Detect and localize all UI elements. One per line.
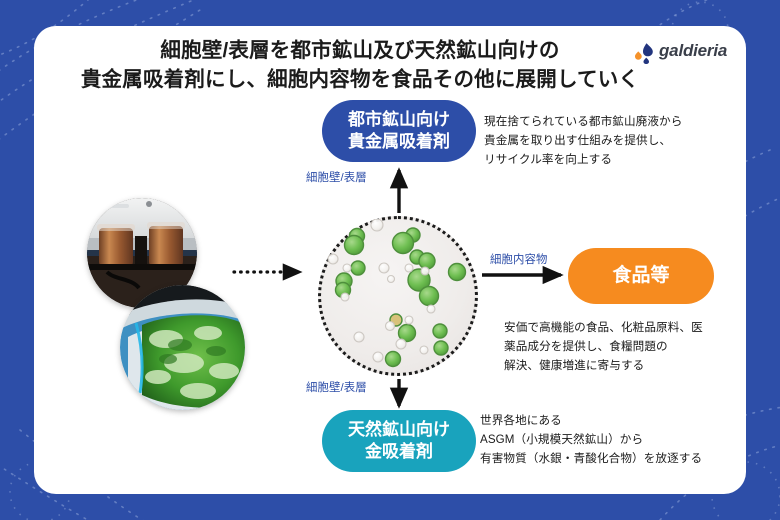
- label-cell-wall-top: 細胞壁/表層: [306, 172, 367, 184]
- label-cell-wall-bottom: 細胞壁/表層: [306, 382, 367, 394]
- label-cell-contents: 細胞内容物: [490, 254, 548, 266]
- page-title: 細胞壁/表層を都市鉱山及び天然鉱山向けの 貴金属吸着剤にし、細胞内容物を食品その…: [80, 39, 640, 92]
- algae-culture-tank-photo: [120, 285, 245, 410]
- pill-urban-mine-precious-metal-adsorbent[interactable]: 都市鉱山向け 貴金属吸着剤: [322, 100, 476, 162]
- droplet-logo-icon: [635, 43, 653, 64]
- algae-cells-illustration: [327, 219, 467, 368]
- description-food: 安価で高機能の食品、化粧品原料、医 薬品成分を提供し、食糧問題の 解決、健康増進…: [504, 321, 703, 372]
- description-natural-mine: 世界各地にある ASGM（小規模天然鉱山）から 有害物質（水銀・青酸化合物）を放…: [480, 414, 703, 465]
- galdieria-cell-culture-circle: [318, 216, 478, 376]
- brand-logo: galdieria: [632, 40, 744, 66]
- brand-logo-text: galdieria: [659, 41, 728, 60]
- description-urban-mine: 現在捨てられている都市鉱山廃液から 貴金属を取り出す仕組みを提供し、 リサイクル…: [484, 115, 683, 166]
- pill-food-products[interactable]: 食品等: [568, 248, 714, 304]
- pill-natural-mine-gold-adsorbent[interactable]: 天然鉱山向け 金吸着剤: [322, 410, 476, 472]
